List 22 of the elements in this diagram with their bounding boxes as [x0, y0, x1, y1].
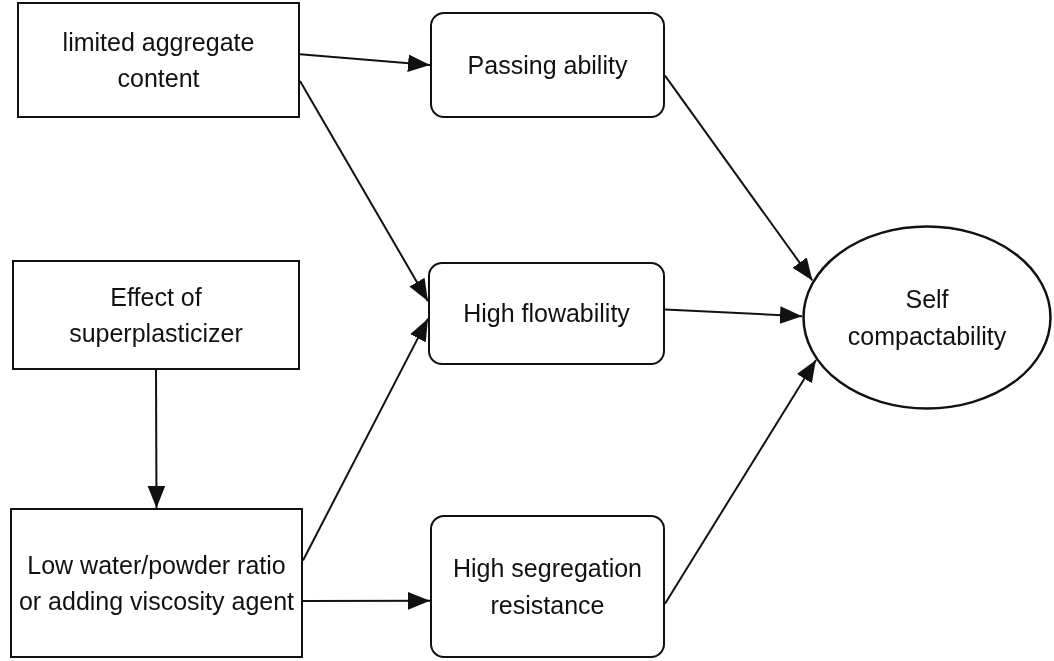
- rounded-box: [428, 262, 665, 365]
- arrow: [299, 79, 429, 303]
- arrow: [302, 592, 431, 610]
- rounded-box: [430, 515, 665, 658]
- process-box: [12, 260, 300, 370]
- node-label: High flowability: [462, 298, 631, 330]
- ellipse-node: [802, 225, 1052, 410]
- node-label: Passing ability: [466, 49, 629, 81]
- arrow: [147, 369, 166, 509]
- rounded-box: [430, 12, 665, 118]
- arrow: [664, 358, 817, 605]
- node-label: limited aggregate content: [61, 26, 256, 94]
- node-label: Low water/powder ratio or adding viscosity agent: [17, 549, 296, 617]
- arrow: [664, 74, 814, 282]
- process-box: [10, 508, 303, 658]
- process-box: [17, 2, 300, 118]
- arrow: [302, 317, 429, 562]
- node-label: High segregation resistance: [452, 553, 643, 621]
- node-label: Effect of superplasticizer: [68, 281, 244, 349]
- arrow: [299, 53, 431, 72]
- arrow: [664, 306, 803, 324]
- node-label: Self compactability: [846, 284, 1008, 352]
